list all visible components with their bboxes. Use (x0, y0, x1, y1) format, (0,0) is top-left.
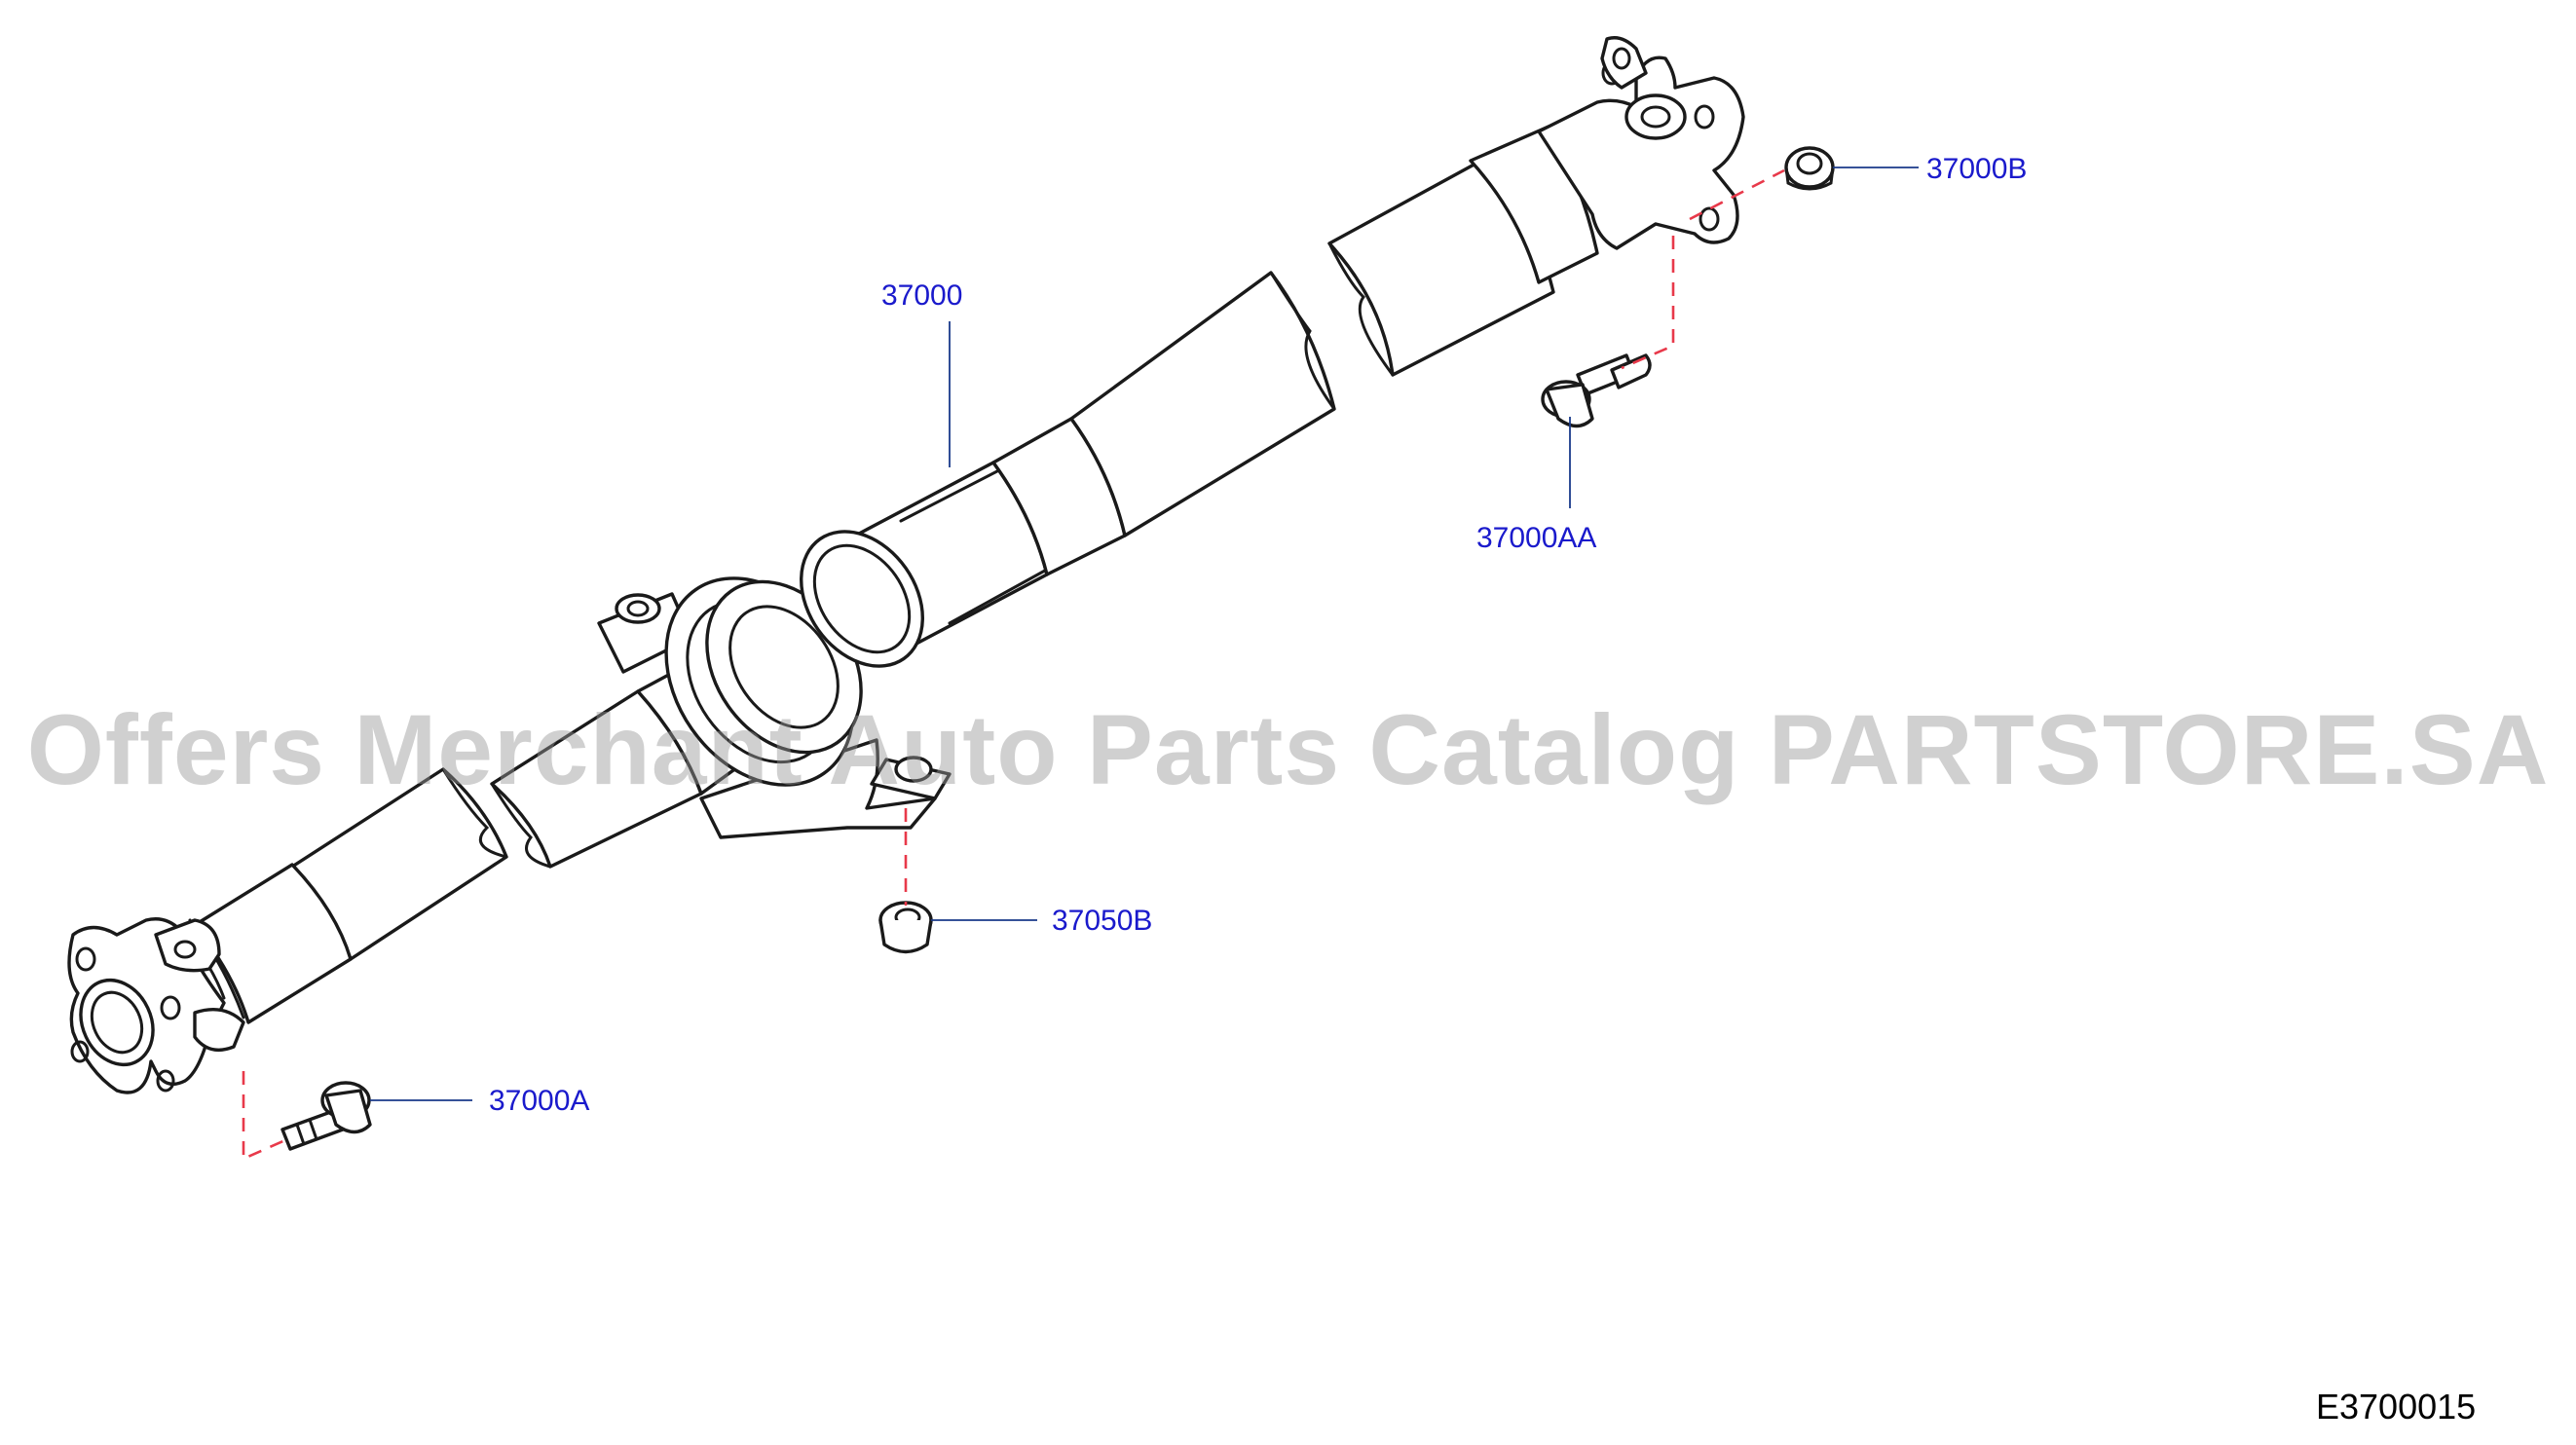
center-bearing-bracket (597, 592, 952, 839)
callout-37000b[interactable]: 37000B (1926, 153, 2028, 185)
front-shaft-tube-end (1327, 125, 1599, 377)
diagram-code: E3700015 (2316, 1387, 2477, 1426)
front-flange-yoke (1537, 36, 1745, 250)
callout-37000[interactable]: 37000 (881, 279, 963, 312)
front-shaft-tube (991, 271, 1336, 576)
callout-37050b[interactable]: 37050B (1052, 905, 1153, 937)
watermark: Offers Merchant Auto Parts Catalog PARTS… (26, 694, 2550, 805)
front-bolt-guide (1621, 236, 1675, 370)
rear-flange-yoke (67, 917, 245, 1094)
rear-flange-bolt (280, 1081, 372, 1151)
center-bearing-nut (878, 901, 933, 954)
callout-37000aa[interactable]: 37000AA (1476, 522, 1597, 554)
front-flange-nut (1784, 146, 1835, 191)
front-nut-guide (1689, 168, 1785, 221)
rear-bolt-guide (242, 1071, 288, 1162)
front-flange-bolt (1541, 353, 1652, 428)
front-shaft-slip-joint (800, 441, 1093, 668)
callout-37000a[interactable]: 37000A (489, 1085, 590, 1117)
